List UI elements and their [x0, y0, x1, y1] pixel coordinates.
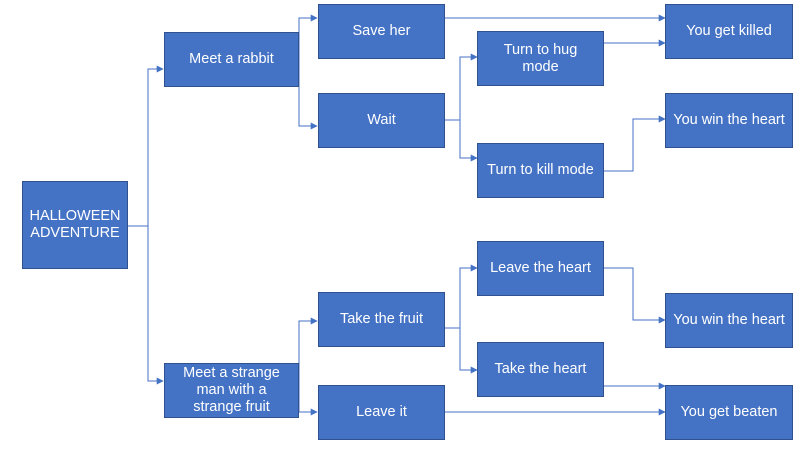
node-outcome-you-get-beaten: You get beaten [665, 385, 793, 440]
node-outcome-you-get-killed: You get killed [665, 4, 793, 59]
node-outcome-you-win-the-heart-2: You win the heart [665, 293, 793, 348]
connector-fruit-to-take-heart [445, 327, 478, 374]
connector-wait-to-hug [445, 53, 478, 121]
connector-root-to-stranger [128, 225, 164, 385]
node-take-the-heart: Take the heart [477, 342, 604, 397]
connector-stranger-to-take-fruit [298, 317, 318, 378]
connector-root-to-rabbit [128, 65, 164, 227]
node-save-her: Save her [318, 4, 445, 59]
node-turn-to-hug-mode: Turn to hug mode [477, 31, 604, 86]
connector-leave-heart-to-win [604, 267, 666, 324]
node-meet-rabbit: Meet a rabbit [164, 32, 299, 87]
connector-fruit-to-leave-heart [445, 264, 478, 329]
node-turn-to-kill-mode: Turn to kill mode [477, 143, 604, 198]
connector-kill-to-win [604, 115, 666, 172]
connector-wait-to-kill [445, 119, 478, 162]
connector-rabbit-to-wait [298, 59, 318, 130]
connector-rabbit-to-save-her [298, 14, 318, 59]
connector-stranger-to-leave-it [298, 378, 318, 416]
node-leave-it: Leave it [318, 385, 445, 440]
node-outcome-you-win-the-heart-1: You win the heart [665, 93, 793, 148]
node-meet-strange-man: Meet a strange man with a strange fruit [164, 363, 299, 418]
node-leave-the-heart: Leave the heart [477, 241, 604, 296]
node-root: HALLOWEEN ADVENTURE [22, 181, 128, 269]
node-take-the-fruit: Take the fruit [318, 292, 445, 347]
node-wait: Wait [318, 93, 445, 148]
